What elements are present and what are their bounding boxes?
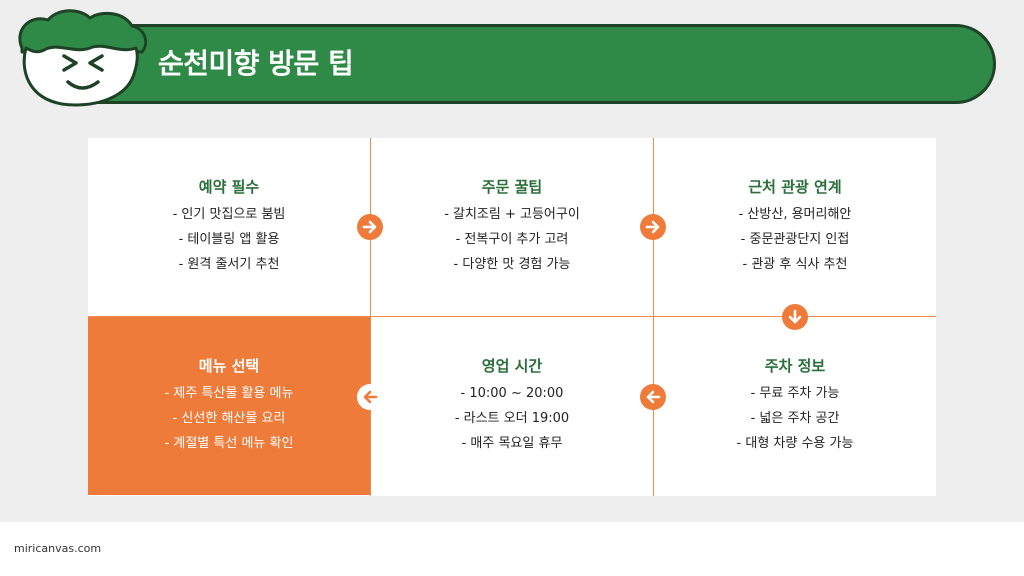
page-title: 순천미향 방문 팁 bbox=[158, 47, 354, 80]
arrow-down-icon bbox=[782, 304, 808, 330]
step-reservation: 예약 필수 - 인기 맛집으로 붐빔 - 테이블링 앱 활용 - 원격 줄서기 … bbox=[88, 138, 370, 316]
arrow-right-icon bbox=[357, 214, 383, 240]
divider-line bbox=[370, 138, 371, 496]
divider-line bbox=[88, 316, 936, 317]
step-line: - 대형 차량 수용 가능 bbox=[736, 436, 854, 451]
step-title: 예약 필수 bbox=[198, 178, 260, 196]
step-order-tips: 주문 꿀팁 - 갈치조림 + 고등어구이 - 전복구이 추가 고려 - 다양한 … bbox=[371, 138, 653, 316]
title-banner bbox=[40, 24, 996, 104]
step-line: - 계절별 특선 메뉴 확인 bbox=[164, 436, 294, 451]
step-line: - 원격 줄서기 추천 bbox=[178, 257, 280, 272]
step-line: - 다양한 맛 경험 가능 bbox=[453, 257, 571, 272]
step-line: - 제주 특산물 활용 메뉴 bbox=[164, 386, 294, 401]
step-line: - 전복구이 추가 고려 bbox=[455, 232, 569, 247]
step-line: - 산방산, 용머리해안 bbox=[738, 207, 852, 222]
step-line: - 테이블링 앱 활용 bbox=[178, 232, 280, 247]
step-title: 주차 정보 bbox=[764, 357, 826, 375]
step-title: 주문 꿀팁 bbox=[481, 178, 543, 196]
arrow-left-icon bbox=[357, 384, 383, 410]
step-line: - 중문관광단지 인접 bbox=[740, 232, 850, 247]
step-title: 근처 관광 연계 bbox=[748, 178, 842, 196]
step-title: 영업 시간 bbox=[481, 357, 543, 375]
tips-panel: 예약 필수 - 인기 맛집으로 붐빔 - 테이블링 앱 활용 - 원격 줄서기 … bbox=[88, 138, 936, 496]
step-menu-choice: 메뉴 선택 - 제주 특산물 활용 메뉴 - 신선한 해산물 요리 - 계절별 … bbox=[88, 317, 370, 495]
step-title: 메뉴 선택 bbox=[198, 357, 260, 375]
mascot-face-icon bbox=[18, 9, 148, 107]
step-line: - 갈치조림 + 고등어구이 bbox=[444, 207, 580, 222]
footer-brand: miricanvas.com bbox=[14, 542, 102, 555]
step-line: - 넓은 주차 공간 bbox=[750, 411, 840, 426]
step-line: - 무료 주차 가능 bbox=[750, 386, 840, 401]
step-line: - 매주 목요일 휴무 bbox=[461, 436, 563, 451]
step-line: - 인기 맛집으로 붐빔 bbox=[172, 207, 286, 222]
step-line: - 10:00 ~ 20:00 bbox=[460, 386, 564, 401]
footer-bar bbox=[0, 522, 1024, 576]
step-hours: 영업 시간 - 10:00 ~ 20:00 - 라스트 오더 19:00 - 매… bbox=[371, 317, 653, 495]
step-line: - 신선한 해산물 요리 bbox=[172, 411, 286, 426]
arrow-left-icon bbox=[640, 384, 666, 410]
step-line: - 라스트 오더 19:00 bbox=[454, 411, 570, 426]
step-parking: 주차 정보 - 무료 주차 가능 - 넓은 주차 공간 - 대형 차량 수용 가… bbox=[654, 317, 936, 495]
divider-line bbox=[653, 138, 654, 496]
step-line: - 관광 후 식사 추천 bbox=[742, 257, 848, 272]
arrow-right-icon bbox=[640, 214, 666, 240]
step-nearby-tour: 근처 관광 연계 - 산방산, 용머리해안 - 중문관광단지 인접 - 관광 후… bbox=[654, 138, 936, 316]
